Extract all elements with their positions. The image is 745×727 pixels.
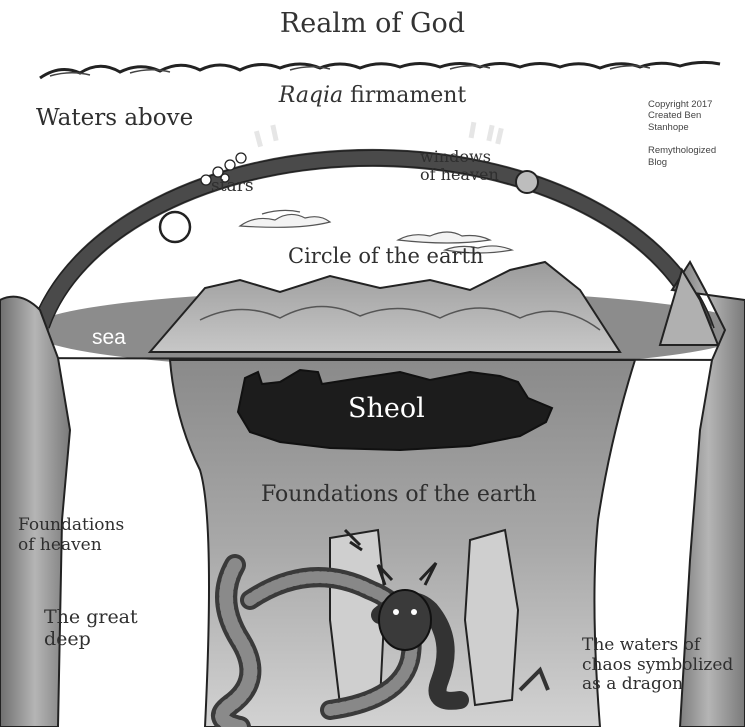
great-deep-label: The great deep — [44, 607, 138, 651]
windows-line: windows — [420, 148, 499, 166]
chaos-line: chaos symbolized — [582, 656, 733, 676]
inner-pillar-right — [465, 530, 518, 705]
chaos-dragon-label: The waters of chaos symbolized as a drag… — [582, 636, 733, 695]
land-mass — [150, 262, 620, 352]
chaos-line: as a dragon — [582, 675, 733, 695]
foundations-of-heaven-label: Foundations of heaven — [18, 516, 124, 555]
foundations-of-earth-label: Foundations of the earth — [261, 482, 536, 507]
window-of-heaven — [495, 128, 503, 145]
window-of-heaven — [270, 125, 278, 142]
left-mountain — [0, 297, 70, 727]
copyright-line: Blog — [648, 157, 740, 168]
sea-label: sea — [92, 326, 126, 350]
moon — [160, 212, 190, 242]
stars-label: stars — [211, 177, 254, 197]
windows-of-heaven-label: windows of heaven — [420, 148, 499, 185]
sun — [516, 171, 538, 193]
great-deep-line: deep — [44, 629, 138, 651]
copyright-line: Remythologized — [648, 145, 740, 156]
raqia-word: Raqia — [279, 83, 343, 108]
window-of-heaven — [486, 125, 494, 142]
copyright-line: Stanhope — [648, 122, 740, 133]
copyright-line: Copyright 2017 — [648, 99, 740, 110]
foundations-heaven-line: of heaven — [18, 536, 124, 556]
chaos-line: The waters of — [582, 636, 733, 656]
window-of-heaven — [469, 122, 477, 139]
copyright-note: Copyright 2017 Created Ben Stanhope Remy… — [648, 99, 740, 168]
foundations-heaven-line: Foundations — [18, 516, 124, 536]
copyright-line: Created Ben — [648, 110, 740, 121]
circle-of-earth-label: Circle of the earth — [288, 244, 484, 268]
copyright-gap — [648, 133, 740, 145]
window-of-heaven — [254, 130, 263, 147]
sheol-label: Sheol — [348, 393, 425, 424]
firmament-word: firmament — [343, 83, 466, 108]
waters-above-label: Waters above — [36, 105, 193, 131]
realm-of-god-label: Realm of God — [0, 8, 745, 39]
great-deep-line: The great — [44, 607, 138, 629]
windows-line: of heaven — [420, 166, 499, 184]
